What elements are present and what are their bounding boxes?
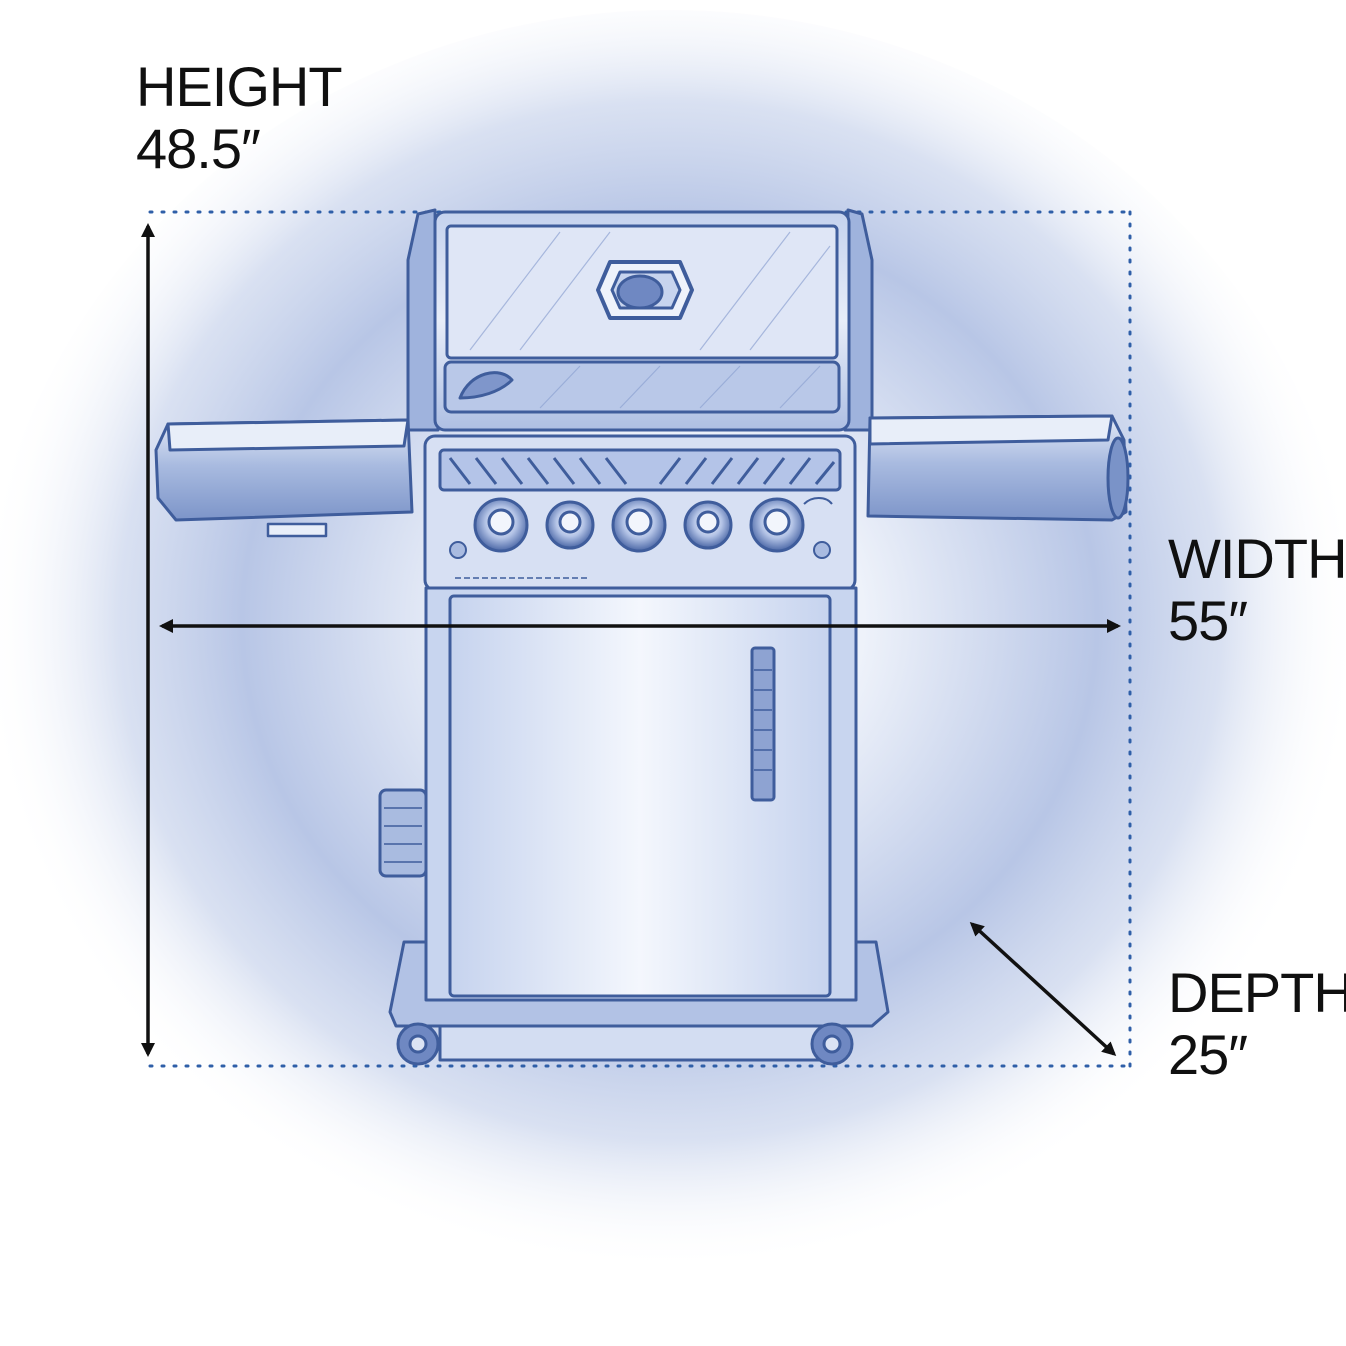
width-value: 55″ bbox=[1168, 589, 1248, 652]
depth-arrow bbox=[969, 921, 1117, 1057]
height-title: HEIGHT bbox=[136, 55, 343, 118]
width-title: WIDTH bbox=[1168, 527, 1346, 590]
height-value: 48.5″ bbox=[136, 117, 261, 180]
depth-label: DEPTH 25″ bbox=[1168, 962, 1346, 1086]
width-label: WIDTH 55″ bbox=[1168, 528, 1346, 652]
knobs bbox=[473, 497, 805, 553]
grill-body bbox=[154, 208, 1130, 1066]
depth-title: DEPTH bbox=[1168, 961, 1346, 1024]
dimension-arrows bbox=[141, 223, 1121, 1057]
depth-value: 25″ bbox=[1168, 1023, 1248, 1086]
dotted-guides bbox=[148, 210, 1132, 1068]
height-label: HEIGHT 48.5″ bbox=[136, 55, 343, 180]
